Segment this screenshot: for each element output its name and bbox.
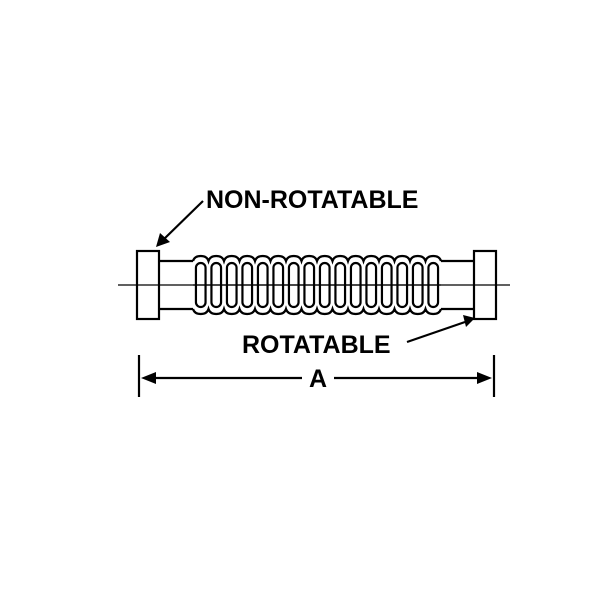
bellows-top-edge — [191, 254, 443, 265]
left-flange — [135, 249, 161, 321]
bellows-bottom-edge — [191, 305, 443, 316]
non-rotatable-label: NON-ROTATABLE — [206, 186, 418, 214]
right-tube-section — [441, 259, 474, 311]
right-flange — [472, 249, 498, 321]
dimension-label: A — [309, 365, 327, 393]
rotatable-label: ROTATABLE — [242, 331, 391, 359]
dimension-arrow-left — [141, 372, 156, 384]
non-rotatable-leader — [156, 200, 204, 247]
dimension-arrow-right — [477, 372, 492, 384]
left-tube-section — [159, 259, 193, 311]
dimension-line — [141, 372, 492, 384]
corrugated-bellows — [191, 254, 443, 316]
rotatable-leader — [406, 315, 475, 344]
